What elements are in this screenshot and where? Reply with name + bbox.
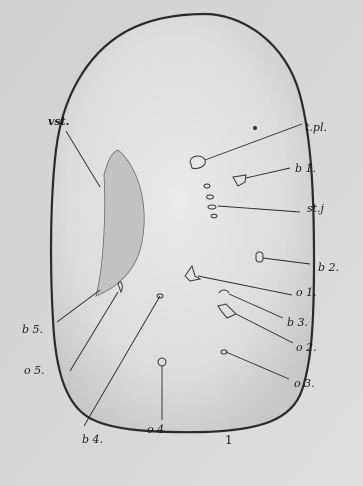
- dot-marker: [254, 127, 257, 130]
- label-vst: vst.: [48, 115, 70, 128]
- label-o1: o 1.: [296, 286, 317, 299]
- label-o4: o 4.: [147, 423, 168, 436]
- figure-number: 1: [225, 433, 233, 447]
- label-b3: b 3.: [287, 316, 308, 329]
- shell-outline: [51, 14, 314, 432]
- label-o3: o 3.: [294, 377, 315, 390]
- label-tpl: t.pl.: [305, 121, 327, 134]
- label-o2: o 2.: [296, 341, 317, 354]
- label-b2: b 2.: [318, 261, 339, 274]
- label-b4: b 4.: [82, 433, 103, 446]
- label-o5: o 5.: [24, 364, 45, 377]
- label-b5: b 5.: [22, 323, 43, 336]
- label-b1: b 1.: [295, 162, 316, 175]
- label-stj: st.j: [307, 202, 325, 215]
